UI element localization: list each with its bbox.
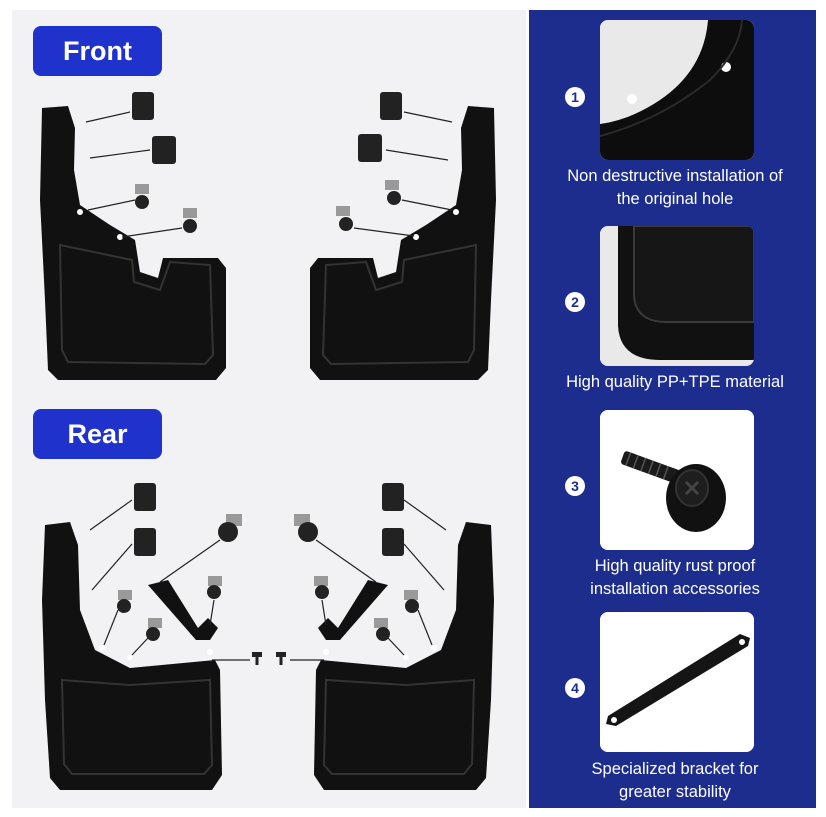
- rear-section-label: Rear: [33, 409, 162, 459]
- feature-photo-material: [600, 226, 754, 366]
- feature-number-1: 1: [565, 87, 585, 107]
- feature-caption-1-line-1: Non destructive installation of: [567, 167, 783, 185]
- rear-left-clips: [89, 483, 250, 661]
- rear-left-mud-flap: [42, 522, 222, 790]
- rear-right-mud-flap: [314, 522, 494, 790]
- feature-photo-install-hole: [600, 20, 754, 160]
- feature-photo-accessories: [600, 410, 754, 550]
- push-rivets: [252, 652, 286, 665]
- hole-closeup-image: [600, 20, 754, 160]
- bracket-closeup-image: [600, 612, 754, 752]
- feature-number-2: 2: [565, 292, 585, 312]
- front-right-mud-flap: [310, 106, 496, 380]
- feature-photo-bracket: [600, 612, 754, 752]
- feature-caption-1-line-2: the original hole: [616, 190, 734, 208]
- feature-caption-3: High quality rust proof installation acc…: [545, 555, 805, 601]
- feature-caption-2: High quality PP+TPE material: [545, 371, 805, 394]
- feature-caption-3-line-2: installation accessories: [590, 580, 760, 598]
- screw-closeup-image: [600, 410, 754, 550]
- front-left-clips: [85, 92, 197, 238]
- front-right-clips: [336, 92, 453, 237]
- material-closeup-image: [600, 226, 754, 366]
- front-section-label: Front: [33, 26, 162, 76]
- feature-caption-4-line-1: Specialized bracket for: [591, 760, 759, 778]
- feature-caption-2-line-1: High quality PP+TPE material: [566, 373, 784, 391]
- feature-caption-3-line-1: High quality rust proof: [594, 557, 756, 575]
- feature-number-4: 4: [565, 678, 585, 698]
- feature-caption-4: Specialized bracket for greater stabilit…: [545, 758, 805, 804]
- front-left-mud-flap: [40, 106, 226, 380]
- feature-number-3: 3: [565, 476, 585, 496]
- feature-caption-1: Non destructive installation of the orig…: [545, 165, 805, 211]
- rear-right-clips: [290, 483, 447, 661]
- feature-caption-4-line-2: greater stability: [619, 783, 731, 801]
